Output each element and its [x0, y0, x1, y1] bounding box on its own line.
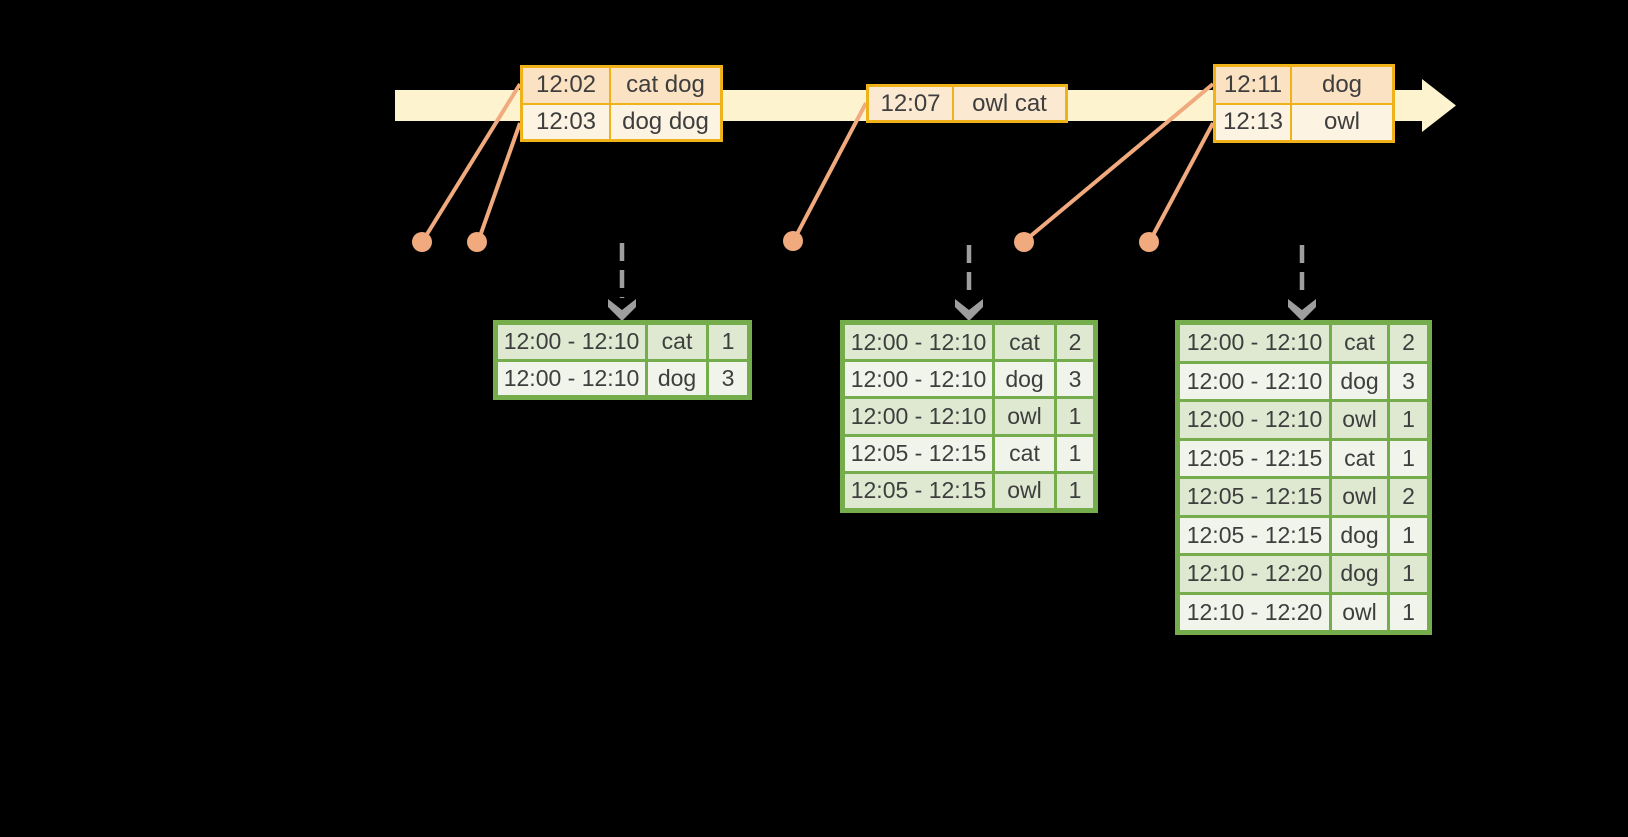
timeline-arrowhead-icon: [1422, 79, 1456, 132]
event-dot-1211: [1014, 232, 1034, 252]
event-dot-1203: [467, 232, 487, 252]
window-cell: 12:05 - 12:15: [1180, 479, 1329, 515]
trigger-arrow-3-head-icon: [1288, 299, 1316, 321]
window-cell: 12:00 - 12:10: [498, 325, 645, 359]
connector-line-1207: [793, 102, 868, 239]
window-cell: 12:00 - 12:10: [498, 361, 645, 395]
window-cell: 12:05 - 12:15: [845, 436, 992, 471]
connector-line-1211: [1025, 82, 1215, 241]
count-cell: 2: [1057, 325, 1093, 360]
event-dot-1202: [412, 232, 432, 252]
animal-cell: dog: [995, 362, 1054, 397]
connector-line-1203: [477, 122, 522, 240]
event-time-cell: 12:02: [523, 68, 609, 103]
count-cell: 1: [1057, 399, 1093, 434]
window-cell: 12:00 - 12:10: [845, 399, 992, 434]
animal-cell: owl: [1332, 479, 1387, 515]
animal-cell: cat: [995, 325, 1054, 360]
count-cell: 1: [1390, 517, 1427, 553]
event-words-cell: dog dog: [611, 104, 720, 139]
animal-cell: cat: [995, 436, 1054, 471]
event-time-cell: 12:11: [1216, 67, 1290, 103]
window-cell: 12:05 - 12:15: [845, 473, 992, 508]
count-cell: 1: [1390, 440, 1427, 476]
event-dot-1207: [783, 231, 803, 251]
window-cell: 12:00 - 12:10: [1180, 363, 1329, 399]
count-cell: 1: [709, 325, 747, 359]
connector-line-1202: [422, 82, 522, 241]
window-cell: 12:00 - 12:10: [1180, 402, 1329, 438]
event-words-cell: owl: [1292, 104, 1392, 140]
count-cell: 1: [1390, 556, 1427, 592]
event-time-cell: 12:03: [523, 104, 609, 139]
event-words-cell: dog: [1292, 67, 1392, 103]
animal-cell: dog: [648, 361, 706, 395]
animal-cell: cat: [1332, 440, 1387, 476]
count-cell: 3: [1390, 363, 1427, 399]
count-cell: 1: [1057, 436, 1093, 471]
count-cell: 1: [1390, 594, 1427, 630]
trigger-arrow-1-head-icon: [608, 299, 636, 321]
count-cell: 3: [709, 361, 747, 395]
event-connectors: [412, 82, 1215, 252]
count-cell: 2: [1390, 479, 1427, 515]
event-words-cell: cat dog: [611, 68, 720, 103]
animal-cell: cat: [648, 325, 706, 359]
event-words-cell: owl cat: [954, 87, 1065, 120]
count-cell: 1: [1390, 402, 1427, 438]
animal-cell: owl: [995, 473, 1054, 508]
connector-line-1213: [1149, 122, 1215, 240]
animal-cell: dog: [1332, 556, 1387, 592]
event-time-cell: 12:07: [869, 87, 952, 120]
trigger-arrow-2-head-icon: [955, 299, 983, 321]
window-cell: 12:00 - 12:10: [845, 325, 992, 360]
event-dot-1213: [1139, 232, 1159, 252]
count-cell: 1: [1057, 473, 1093, 508]
trigger-arrows: [608, 243, 1316, 321]
animal-cell: owl: [1332, 594, 1387, 630]
window-cell: 12:00 - 12:10: [845, 362, 992, 397]
window-cell: 12:05 - 12:15: [1180, 517, 1329, 553]
count-cell: 2: [1390, 325, 1427, 361]
count-cell: 3: [1057, 362, 1093, 397]
animal-cell: owl: [995, 399, 1054, 434]
window-cell: 12:10 - 12:20: [1180, 556, 1329, 592]
event-time-cell: 12:13: [1216, 104, 1290, 140]
animal-cell: dog: [1332, 363, 1387, 399]
animal-cell: owl: [1332, 402, 1387, 438]
window-cell: 12:00 - 12:10: [1180, 325, 1329, 361]
animal-cell: cat: [1332, 325, 1387, 361]
window-cell: 12:05 - 12:15: [1180, 440, 1329, 476]
window-cell: 12:10 - 12:20: [1180, 594, 1329, 630]
animal-cell: dog: [1332, 517, 1387, 553]
